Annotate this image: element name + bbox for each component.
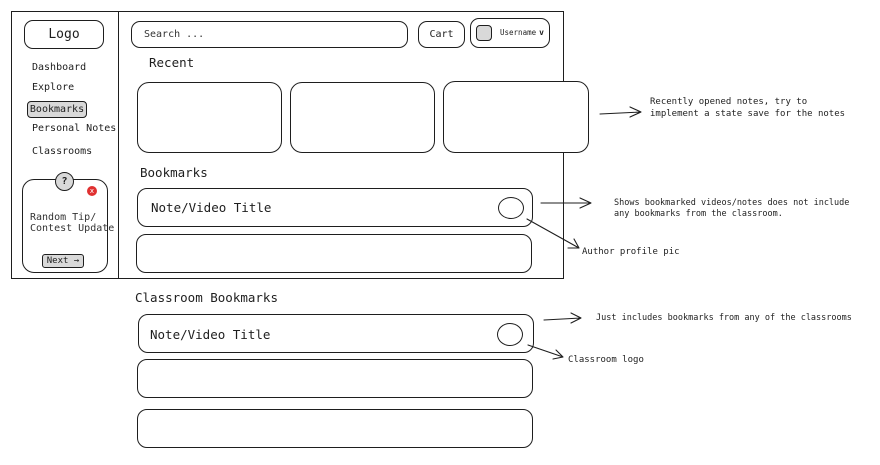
classroom-row-3[interactable] [137, 409, 533, 448]
classroom-row-2[interactable] [137, 359, 533, 398]
annotation-author-pic: Author profile pic [582, 247, 680, 257]
sidebar-divider [118, 11, 120, 279]
recent-heading: Recent [149, 55, 195, 70]
sidebar-item-classrooms[interactable]: Classrooms [32, 146, 93, 157]
chevron-down-icon: v [539, 28, 544, 37]
logo-text: Logo [48, 27, 80, 42]
logo-box[interactable]: Logo [24, 20, 104, 49]
search-placeholder: Search ... [144, 28, 205, 40]
sidebar-item-bookmarks[interactable]: Bookmarks [27, 101, 87, 118]
author-avatar-icon [498, 197, 524, 219]
classroom-row-1-title: Note/Video Title [150, 327, 271, 342]
avatar-placeholder-icon [476, 25, 492, 41]
bookmarks-heading: Bookmarks [140, 165, 208, 180]
recent-card-2[interactable] [290, 82, 435, 153]
bookmark-row-2[interactable] [136, 234, 532, 273]
classroom-logo-icon [497, 323, 523, 346]
sidebar-item-explore[interactable]: Explore [32, 82, 75, 93]
tip-text-line1: Random Tip/ [30, 212, 97, 223]
sidebar-item-personal-notes[interactable]: Personal Notes [32, 123, 117, 134]
arrow-classroom-logo [527, 344, 564, 360]
search-input[interactable]: Search ... [131, 21, 408, 48]
close-icon[interactable]: x [87, 186, 97, 196]
tip-next-button[interactable]: Next → [42, 254, 84, 268]
annotation-classroom-scope: Just includes bookmarks from any of the … [596, 313, 852, 323]
recent-card-3[interactable] [443, 81, 589, 153]
annotation-bookmarks-line2: any bookmarks from the classroom. [614, 209, 783, 219]
classroom-row-1[interactable]: Note/Video Title [138, 314, 534, 353]
annotation-recent-line1: Recently opened notes, try to [650, 97, 808, 107]
recent-card-1[interactable] [137, 82, 282, 153]
cart-button[interactable]: Cart [418, 21, 465, 48]
sidebar-item-dashboard[interactable]: Dashboard [32, 62, 87, 73]
annotation-bookmarks-line1: Shows bookmarked videos/notes does not i… [614, 198, 850, 208]
username-label: Username [500, 28, 537, 38]
bookmark-row-1-title: Note/Video Title [151, 200, 272, 215]
help-circle-icon: ? [55, 172, 74, 191]
annotation-recent-line2: implement a state save for the notes [650, 109, 846, 119]
arrow-recent [599, 106, 642, 118]
annotation-classroom-logo: Classroom logo [568, 355, 644, 365]
user-menu-button[interactable]: Username v [470, 18, 550, 48]
sidebar-item-bookmarks-label: Bookmarks [29, 103, 85, 115]
arrow-classroom-scope [543, 312, 582, 324]
tip-text-line2: Contest Update [30, 223, 115, 234]
classroom-bookmarks-heading: Classroom Bookmarks [135, 290, 278, 305]
bookmark-row-1[interactable]: Note/Video Title [137, 188, 533, 227]
